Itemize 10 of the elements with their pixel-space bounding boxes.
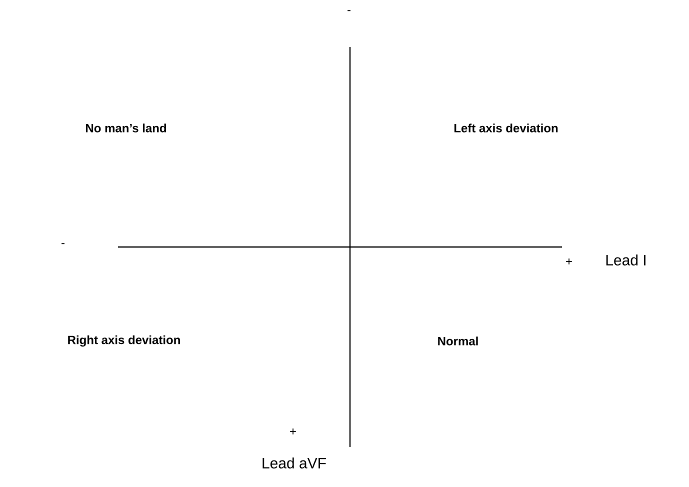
axis-label: Lead aVF — [262, 457, 326, 468]
quadrant-label: Left axis deviation — [454, 124, 558, 132]
quadrant-label: No man’s land — [86, 124, 166, 132]
axis-label: Lead I — [606, 254, 646, 266]
quadrant-label: Normal — [438, 336, 478, 346]
quadrant-label: Right axis deviation — [68, 335, 180, 347]
axis-sign: + — [566, 258, 572, 264]
axis-sign: + — [290, 428, 296, 434]
axis-sign: - — [62, 243, 64, 244]
axis-sign: - — [348, 10, 350, 12]
